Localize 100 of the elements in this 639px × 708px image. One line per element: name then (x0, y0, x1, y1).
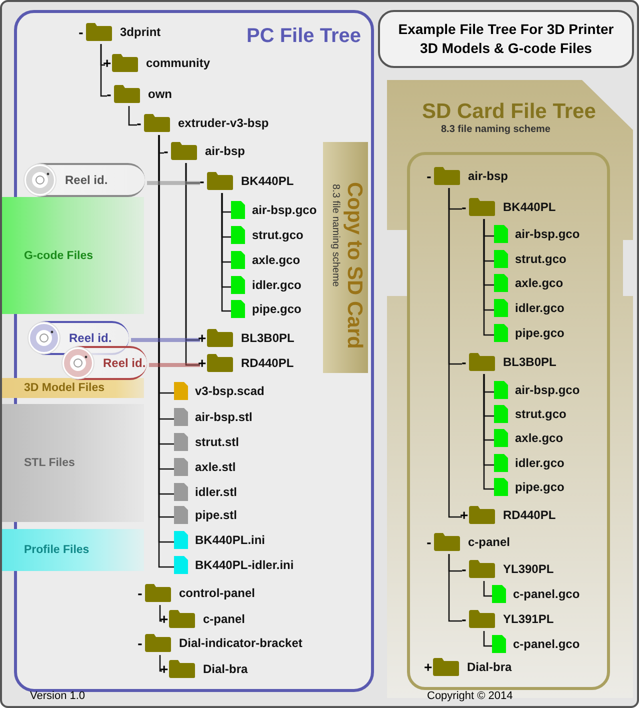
file-name: idler.gco (515, 301, 564, 315)
footer-note: Version 1.0 (30, 690, 86, 702)
file-name: c-panel.gco (513, 587, 580, 601)
file-name: strut.gco (515, 407, 566, 421)
toggle-sign: + (460, 507, 468, 523)
file-name: air-bsp.gco (515, 383, 580, 397)
toggle-sign: - (78, 24, 84, 40)
folder-name: 3dprint (120, 25, 161, 39)
file-name: pipe.gco (515, 326, 564, 340)
folder-name: air-bsp (468, 169, 508, 183)
toggle-sign: + (160, 661, 168, 677)
toggle-sign: - (136, 115, 142, 131)
file-name: BK440PL.ini (195, 533, 266, 547)
connector-line (159, 605, 162, 622)
file-name: strut.stl (195, 435, 240, 449)
folder-name: control-panel (179, 586, 256, 600)
toggle-sign: - (460, 199, 468, 215)
toggle-sign: + (198, 355, 206, 371)
connector-line (448, 554, 462, 622)
toggle-sign: - (460, 611, 468, 627)
toggle-sign: - (136, 635, 144, 651)
file-name: air-bsp.stl (195, 410, 252, 424)
highlight-band (2, 197, 144, 314)
reel-label: Reel id. (69, 331, 112, 345)
file-name: strut.gco (252, 228, 304, 242)
folder-name: BL3B0PL (503, 355, 556, 369)
card-title: SD Card File Tree (422, 100, 596, 124)
toggle-sign: - (136, 585, 144, 601)
folder-name: YL391PL (503, 612, 554, 626)
file-name: axle.stl (195, 460, 236, 474)
file-name: idler.gco (515, 456, 564, 470)
connector-line (483, 219, 496, 336)
connector-line (131, 338, 200, 342)
toggle-sign: + (198, 330, 206, 346)
folder-name: air-bsp (205, 144, 246, 158)
title-text: Example File Tree For 3D Printer 3D Models & G-code Files (397, 20, 615, 58)
folder-name: RD440PL (241, 356, 294, 370)
folder-name: own (148, 87, 172, 101)
connector-line (448, 188, 462, 518)
reel-tag (25, 163, 145, 197)
file-name: idler.stl (195, 485, 238, 499)
highlight-band (2, 529, 144, 571)
file-name: axle.gco (515, 431, 564, 445)
toggle-sign: - (460, 354, 468, 370)
folder-name: Dial-bra (467, 660, 512, 674)
connector-line (483, 581, 494, 597)
file-name: v3-bsp.scad (195, 384, 264, 398)
band-label: Profile Files (24, 544, 90, 556)
file-name: pipe.gco (252, 302, 302, 316)
toggle-sign: + (424, 659, 432, 675)
toggle-sign: - (198, 173, 206, 189)
connector-line (149, 363, 200, 367)
file-name: air-bsp.gco (252, 203, 317, 217)
reel-label: Reel id. (103, 356, 146, 370)
reel-tag (63, 346, 147, 380)
folder-name: BK440PL (241, 174, 294, 188)
folder-name: extruder-v3-bsp (178, 116, 269, 130)
reel-label: Reel id. (65, 173, 108, 187)
connector-line (128, 106, 137, 126)
toggle-sign: - (426, 168, 432, 184)
file-name: c-panel.gco (513, 637, 580, 651)
band-label: G-code Files (24, 250, 94, 262)
folder-name: community (146, 56, 210, 70)
toggle-sign: - (460, 561, 468, 577)
connector-line (159, 655, 162, 672)
connector-line (147, 181, 200, 185)
card-subtitle: 8.3 file naming scheme (441, 124, 550, 135)
file-name: pipe.stl (195, 508, 238, 522)
toggle-sign: + (160, 611, 168, 627)
band-label: 3D Model Files (24, 382, 105, 394)
band-label: STL Files (24, 457, 75, 469)
toggle-sign: + (103, 55, 111, 71)
toggle-sign: - (162, 143, 170, 159)
highlight-band (2, 378, 144, 398)
band-subtitle: 8.3 file naming scheme (330, 184, 341, 287)
toggle-sign: - (426, 534, 432, 550)
toggle-sign: - (106, 86, 112, 102)
folder-name: Dial-bra (203, 662, 248, 676)
title-box (378, 10, 634, 68)
highlight-band (2, 404, 144, 522)
file-name: strut.gco (515, 252, 566, 266)
file-name: pipe.gco (515, 480, 564, 494)
connector-line (483, 631, 494, 647)
folder-name: c-panel (468, 535, 510, 549)
folder-name: YL390PL (503, 562, 554, 576)
band-heading: Copy to SD Card (342, 182, 366, 349)
highlight-band (323, 142, 368, 373)
folder-name: Dial-indicator-bracket (179, 636, 302, 650)
footer-note: Copyright © 2014 (427, 690, 513, 702)
file-name: axle.gco (252, 253, 300, 267)
folder-name: RD440PL (503, 508, 556, 522)
folder-name: BL3B0PL (241, 331, 294, 345)
panel-title: PC File Tree (246, 25, 361, 48)
connector-line (221, 193, 233, 312)
file-name: BK440PL-idler.ini (195, 558, 294, 572)
connector-line (483, 374, 496, 490)
folder-name: c-panel (203, 612, 246, 626)
folder-name: BK440PL (503, 200, 556, 214)
file-name: air-bsp.gco (515, 227, 580, 241)
connector-line (100, 44, 107, 97)
